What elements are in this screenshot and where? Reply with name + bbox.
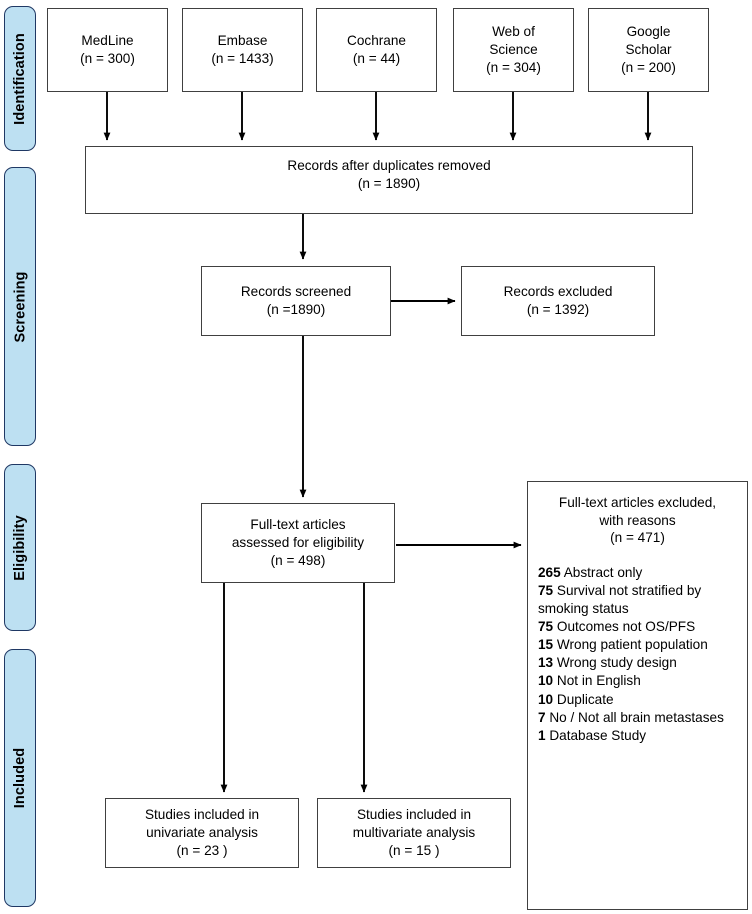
box-records-excluded-count: (n = 1392) xyxy=(526,302,590,317)
exclusion-reason-text: Duplicate xyxy=(553,691,614,707)
box-fulltext-assessed-for-eligibility: Full-text articles assessed for eligibil… xyxy=(201,503,395,583)
source-box-medline: MedLine (n = 300) xyxy=(47,8,168,92)
exclusion-reason-count: 10 xyxy=(538,691,554,707)
box-fulltext-excluded-count: (n = 471) xyxy=(610,530,665,546)
box-records-screened-count: (n =1890) xyxy=(266,302,326,317)
source-box-web-of-science: Web of Science (n = 304) xyxy=(453,8,574,92)
source-box-cochrane-count: (n = 44) xyxy=(352,51,401,66)
source-box-embase: Embase (n = 1433) xyxy=(182,8,303,92)
exclusion-reason-count: 75 xyxy=(538,583,554,599)
box-fulltext-assessed-line2: assessed for eligibility xyxy=(231,535,365,551)
box-fulltext-assessed-line1: Full-text articles xyxy=(250,517,346,533)
source-box-google-scholar-name2: Scholar xyxy=(625,42,672,58)
source-box-cochrane: Cochrane (n = 44) xyxy=(316,8,437,92)
exclusion-reason-text: Wrong patient population xyxy=(553,637,708,653)
exclusion-reason-item: 10 Duplicate xyxy=(538,691,737,709)
exclusion-reason-item: 265 Abstract only xyxy=(538,564,737,582)
box-studies-included-multivariate-count: (n = 15 ) xyxy=(388,842,440,858)
exclusion-reason-item: 10 Not in English xyxy=(538,672,737,690)
box-fulltext-excluded-heading: Full-text articles excluded, with reason… xyxy=(538,494,737,547)
exclusion-reason-count: 75 xyxy=(538,619,554,635)
box-studies-included-multivariate-line1: Studies included in xyxy=(356,807,472,823)
stage-tab-eligibility-label: Eligibility xyxy=(12,514,28,581)
source-box-web-of-science-name: Web of xyxy=(492,24,535,40)
stage-tab-screening-label: Screening xyxy=(12,270,29,343)
box-records-excluded-line1: Records excluded xyxy=(503,284,613,300)
box-records-after-duplicates-removed-line1: Records after duplicates removed xyxy=(287,158,491,173)
exclusion-reason-count: 13 xyxy=(538,655,554,671)
box-studies-included-univariate-line2: univariate analysis xyxy=(146,825,258,841)
box-fulltext-excluded-line1: Full-text articles excluded, xyxy=(558,495,717,510)
box-records-screened: Records screened (n =1890) xyxy=(201,266,391,336)
exclusion-reason-text: Survival not stratified by smoking statu… xyxy=(538,583,702,617)
box-studies-included-univariate-line1: Studies included in xyxy=(144,807,260,823)
stage-tab-included: Included xyxy=(4,649,36,907)
box-fulltext-excluded-with-reasons: Full-text articles excluded, with reason… xyxy=(527,481,748,910)
exclusion-reason-text: Abstract only xyxy=(560,565,643,581)
source-box-web-of-science-name2: Science xyxy=(489,42,538,58)
exclusion-reason-item: 13 Wrong study design xyxy=(538,654,737,672)
exclusion-reason-count: 1 xyxy=(538,727,546,743)
stage-tab-included-label: Included xyxy=(12,747,29,809)
box-fulltext-assessed-count: (n = 498) xyxy=(270,552,326,568)
stage-tab-identification: Identification xyxy=(4,6,36,151)
exclusion-reason-item: 75 Outcomes not OS/PFS xyxy=(538,618,737,636)
exclusion-reason-text: No / Not all brain metastases xyxy=(545,709,724,725)
source-box-medline-count: (n = 300) xyxy=(80,51,135,66)
box-records-screened-line1: Records screened xyxy=(240,284,352,300)
box-fulltext-excluded-line2: with reasons xyxy=(599,512,676,528)
exclusion-reason-item: 75 Survival not stratified by smoking st… xyxy=(538,582,737,618)
exclusion-reason-item: 7 No / Not all brain metastases xyxy=(538,709,737,727)
exclusion-reason-count: 10 xyxy=(538,673,554,689)
exclusion-reason-item: 1 Database Study xyxy=(538,727,737,745)
source-box-medline-name: MedLine xyxy=(81,33,134,49)
stage-tab-screening: Screening xyxy=(4,167,36,446)
source-box-google-scholar-count: (n = 200) xyxy=(621,59,676,75)
source-box-google-scholar-name: Google xyxy=(626,24,671,40)
box-studies-included-univariate: Studies included in univariate analysis … xyxy=(105,798,299,868)
source-box-embase-name: Embase xyxy=(217,33,268,49)
exclusion-reason-text: Not in English xyxy=(553,673,641,689)
exclusion-reason-text: Outcomes not OS/PFS xyxy=(553,619,696,635)
exclusion-reason-text: Database Study xyxy=(545,727,647,743)
exclusion-reason-count: 15 xyxy=(538,637,554,653)
exclusion-reason-count: 7 xyxy=(538,709,546,725)
exclusion-reason-text: Wrong study design xyxy=(553,655,677,671)
box-studies-included-multivariate: Studies included in multivariate analysi… xyxy=(317,798,511,868)
box-records-after-duplicates-removed-count: (n = 1890) xyxy=(357,175,421,191)
box-studies-included-multivariate-line2: multivariate analysis xyxy=(352,825,476,841)
source-box-embase-count: (n = 1433) xyxy=(211,51,274,66)
box-records-excluded: Records excluded (n = 1392) xyxy=(461,266,655,336)
source-box-web-of-science-count: (n = 304) xyxy=(486,59,541,75)
box-records-after-duplicates-removed: Records after duplicates removed (n = 18… xyxy=(85,146,693,214)
exclusion-reason-item: 15 Wrong patient population xyxy=(538,636,737,654)
box-studies-included-univariate-count: (n = 23 ) xyxy=(176,842,228,858)
stage-tab-identification-label: Identification xyxy=(12,32,28,125)
stage-tab-eligibility: Eligibility xyxy=(4,464,36,631)
source-box-google-scholar: Google Scholar (n = 200) xyxy=(588,8,709,92)
source-box-cochrane-name: Cochrane xyxy=(347,33,406,49)
exclusion-reason-count: 265 xyxy=(538,565,561,581)
